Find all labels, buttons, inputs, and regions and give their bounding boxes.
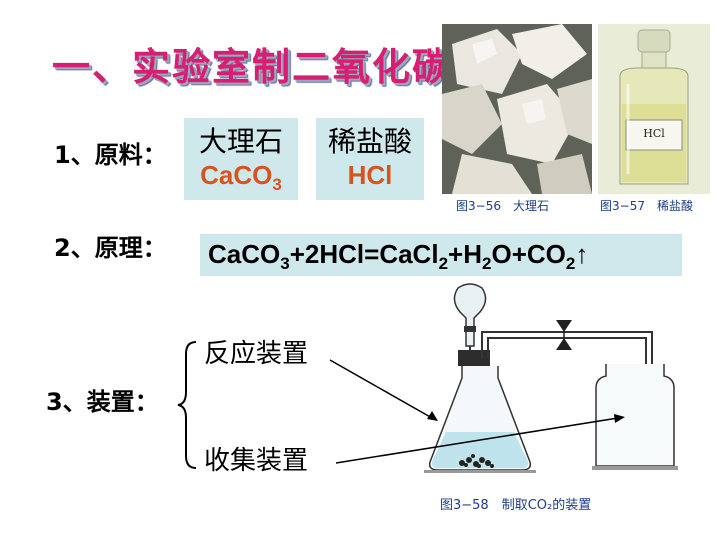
collection-apparatus-label: 收集装置 (204, 446, 309, 476)
acid-box: 稀盐酸 HCl (316, 118, 424, 200)
figure-caption-apparatus: 图3−58 制取CO₂的装置 (440, 498, 592, 513)
apparatus-label: 3、装置： (46, 388, 159, 416)
marble-photo (442, 24, 592, 194)
figure-caption-acid: 图3−57 稀盐酸 (600, 199, 693, 213)
brace (176, 340, 200, 474)
marble-box: 大理石 CaCO3 (184, 118, 298, 200)
bottle-label-text: HCl (643, 127, 665, 140)
materials-label: 1、原料： (54, 141, 167, 169)
marble-name: 大理石 (198, 125, 283, 158)
marble-formula: CaCO3 (200, 160, 282, 195)
acid-formula: HCl (347, 160, 393, 190)
reaction-equation: CaCO3+2HCl=CaCl2+H2O+CO2↑ (200, 234, 682, 276)
reaction-apparatus-label: 反应装置 (204, 339, 309, 369)
acid-name: 稀盐酸 (327, 125, 412, 158)
figure-caption-marble: 图3−56 大理石 (456, 199, 549, 213)
principle-label: 2、原理： (54, 234, 167, 262)
hcl-bottle-photo: HCl (598, 24, 710, 194)
page-title: 一、实验室制二氧化碳 (52, 44, 453, 89)
